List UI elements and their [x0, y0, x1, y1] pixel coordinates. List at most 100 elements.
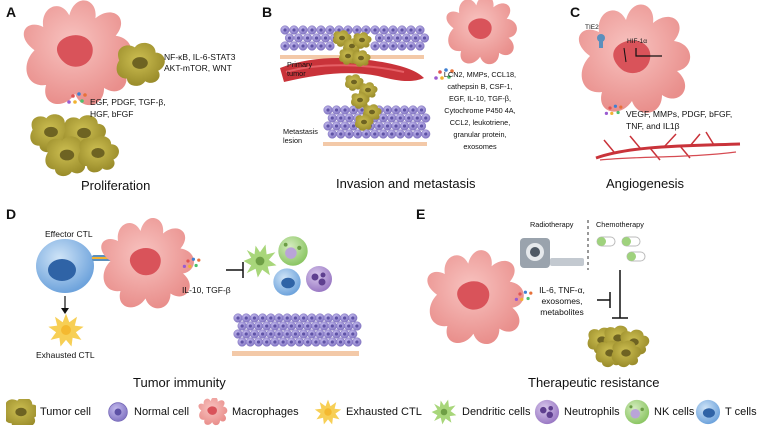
- tissue-cell: [320, 33, 331, 43]
- tissue-cell: [311, 33, 322, 43]
- tissue-cell: [387, 129, 397, 139]
- tissue-cell: [323, 105, 333, 115]
- tissue-cell: [323, 121, 333, 131]
- panel-a-pathway-line-1: NF-κB, IL-6-STAT3: [164, 52, 236, 62]
- panel-e-factor-line-3: metabolites: [540, 307, 584, 317]
- tissue-cell: [348, 329, 358, 339]
- tissue-cell: [257, 313, 268, 323]
- panel-b-primary-label-1: Primary: [287, 60, 313, 69]
- tissue-cell: [325, 25, 335, 35]
- tissue-cell: [303, 321, 313, 331]
- tissue-cell: [298, 25, 308, 35]
- panel-b-graphics: [278, 0, 517, 146]
- tissue-cell: [274, 313, 284, 323]
- legend-item-neutrophils: Neutrophils: [534, 395, 620, 429]
- tissue-cell: [253, 337, 264, 347]
- panel-b-factor-line-6: granular protein,: [453, 130, 507, 139]
- panel-d-letter: D: [6, 206, 17, 222]
- legend-label: Macrophages: [232, 406, 299, 418]
- dendritic-cell-icon: [431, 399, 457, 425]
- tissue-cell: [316, 25, 326, 35]
- tissue-cell: [241, 329, 251, 339]
- tissue-cell: [233, 329, 243, 339]
- panel-e-title: Therapeutic resistance: [528, 375, 660, 390]
- tissue-cell: [352, 25, 362, 35]
- tissue-cell: [294, 321, 305, 331]
- legend-item-t-cells: T cells: [695, 395, 757, 429]
- panel-b-factor-line-5: CCL2, leukotriene,: [449, 118, 511, 127]
- legend-item-macrophage: Macrophages: [198, 395, 299, 429]
- panel-b-title: Invasion and metastasis: [336, 176, 476, 191]
- panel-b-factor-line-3: EGF, IL-10, TGF-β,: [448, 94, 512, 103]
- tissue-cell: [339, 313, 350, 323]
- tissue-cell: [408, 105, 418, 115]
- tissue-cell: [278, 321, 288, 331]
- tissue-cell: [282, 313, 292, 323]
- legend-label: NK cells: [654, 406, 695, 418]
- tissue-cell: [257, 329, 268, 339]
- tissue-cell: [339, 329, 350, 339]
- tissue-cell: [336, 129, 346, 139]
- tissue-cell: [266, 313, 276, 323]
- panel-b-factor-line-2: cathepsin B, CSF-1,: [447, 82, 513, 91]
- tissue-cell: [401, 33, 412, 43]
- tissue-cell: [344, 113, 354, 123]
- tissue-cell: [340, 105, 350, 115]
- tissue-cell: [307, 25, 317, 35]
- tissue-cell: [331, 121, 342, 131]
- tissue-cell: [303, 337, 313, 347]
- panel-e-letter: E: [416, 206, 426, 222]
- tissue-cell: [388, 25, 398, 35]
- tissue-cell: [331, 329, 342, 339]
- panel-a-pathway-line-2: AKT-mTOR, WNT: [164, 63, 232, 73]
- tissue-cell: [286, 337, 296, 347]
- neutrophil-icon: [534, 399, 560, 425]
- tissue-cell: [311, 321, 321, 331]
- tissue-cell: [335, 321, 346, 331]
- tissue-cell: [348, 313, 358, 323]
- tissue-cell: [388, 41, 398, 51]
- panel-c-letter: C: [570, 4, 581, 20]
- tissue-cell: [391, 105, 401, 115]
- legend-item-normal-cell: Normal cell: [106, 395, 189, 429]
- panel-e-chemotherapy-label: Chemotherapy: [596, 220, 644, 229]
- tissue-cell: [406, 25, 416, 35]
- legend-label: Neutrophils: [564, 406, 620, 418]
- panel-c-hif-label: HIF-1α: [627, 38, 648, 45]
- tumor-cell-icon: [6, 399, 36, 425]
- legend-label: T cells: [725, 406, 757, 418]
- tissue-cell: [270, 321, 280, 331]
- tissue-cell: [416, 105, 427, 115]
- tissue-cell: [379, 25, 389, 35]
- tissue-cell: [327, 129, 337, 139]
- panel-b-letter: B: [262, 4, 273, 20]
- tissue-cell: [391, 121, 401, 131]
- tissue-cell: [316, 41, 326, 51]
- tissue-cell: [233, 313, 243, 323]
- tissue-cell: [397, 41, 407, 51]
- tissue-cell: [319, 337, 329, 347]
- tissue-cell: [370, 25, 380, 35]
- tissue-cell: [352, 337, 362, 347]
- tissue-cell: [335, 337, 346, 347]
- tissue-cell: [289, 25, 299, 35]
- tissue-cell: [382, 105, 393, 115]
- panel-b-factor-line-4: Cytochrome P450 4A,: [444, 106, 516, 115]
- tissue-cell: [399, 121, 410, 131]
- legend-item-tumor-cell: Tumor cell: [6, 395, 91, 429]
- tissue-cell: [361, 129, 371, 139]
- panel-d-graphics: [36, 218, 362, 356]
- tissue-cell: [336, 113, 346, 123]
- tissue-cell: [319, 321, 329, 331]
- tissue-cell: [410, 33, 421, 43]
- tissue-cell: [370, 129, 380, 139]
- panel-e-factor-line-1: IL-6, TNF-α,: [539, 285, 585, 295]
- tissue-cell: [307, 329, 317, 339]
- tissue-cell: [315, 329, 325, 339]
- tissue-cell: [374, 121, 384, 131]
- panel-a-title: Proliferation: [81, 178, 151, 193]
- tissue-cell: [415, 41, 425, 51]
- legend-label: Normal cell: [134, 406, 190, 418]
- tissue-cell: [298, 313, 309, 323]
- panel-a-graphics: [23, 0, 165, 177]
